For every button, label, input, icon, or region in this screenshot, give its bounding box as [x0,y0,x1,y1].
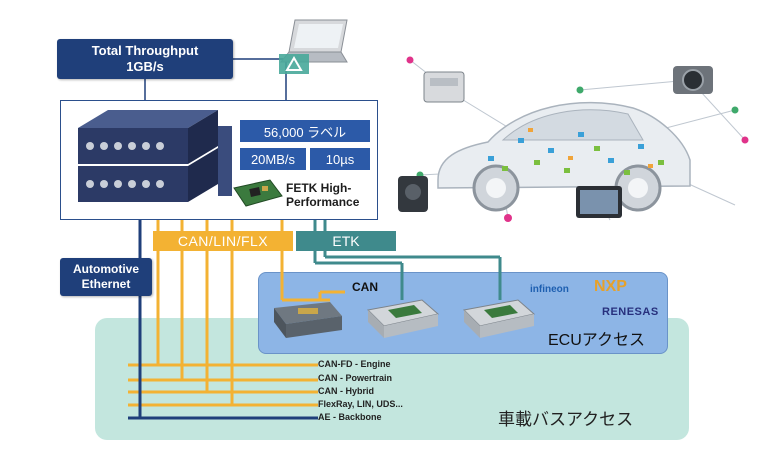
can-lin-flx-text: CAN/LIN/FLX [177,233,269,249]
infotainment-display-image [576,186,622,218]
automotive-ethernet-line1: Automotive [73,262,139,276]
camera-sensor-image [673,66,713,94]
car-illustration [437,101,691,212]
fetk-board-image [233,179,283,207]
bus-line-label-flexray-lin-uds: FlexRay, LIN, UDS... [318,399,403,409]
fetk-label: FETK High- Performance [286,181,359,209]
bandwidth-tag: 20MB/s [240,148,306,170]
ecu-access-label: ECUアクセス [548,332,645,349]
labels-count-tag: 56,000 ラベル [240,120,370,142]
labels-count-text: 56,000 ラベル [263,124,347,140]
bus-line-label-can-hybrid: CAN - Hybrid [318,386,374,396]
automotive-ethernet-line2: Ethernet [81,277,131,291]
infineon-logo: infineon [530,284,569,295]
laptop-icon [279,19,348,74]
latency-tag: 10µs [310,148,370,170]
fetk-label-line2: Performance [286,195,360,209]
automotive-ethernet-box: Automotive Ethernet [60,258,152,296]
radar-sensor-image [398,176,428,212]
bus-line-label-can-powertrain: CAN - Powertrain [318,373,393,383]
latency-text: 10µs [325,151,355,167]
ecu-device-etk-2 [462,299,536,338]
renesas-logo: RENESAS [602,306,659,318]
total-throughput-box: Total Throughput 1GB/s [57,39,233,79]
ecu-device-etk-1 [366,299,440,338]
fetk-label-line1: FETK High- [286,181,352,195]
bus-line-label-can-fd-engine: CAN-FD - Engine [318,359,391,369]
etk-tag: ETK [296,231,396,251]
bandwidth-text: 20MB/s [250,151,296,167]
total-throughput-line2: 1GB/s [126,59,164,74]
ecu-can-label: CAN [352,280,378,294]
nxp-logo: NXP [594,278,627,295]
bus-line-label-ae-backbone: AE - Backbone [318,412,382,422]
can-lin-flx-tag: CAN/LIN/FLX [153,231,293,251]
etk-text: ETK [332,233,360,249]
total-throughput-line1: Total Throughput [91,43,199,58]
vehicle-bus-access-label: 車載バスアクセス [498,410,634,429]
ecu-device-can [274,302,342,338]
ecu-module-image [423,71,465,103]
measurement-module-image [78,110,232,202]
